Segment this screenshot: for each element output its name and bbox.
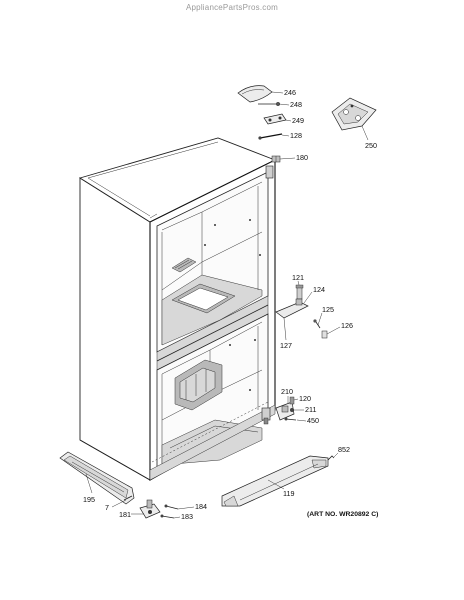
part-450-screw [284, 417, 297, 421]
callout-181: 181 [119, 510, 131, 519]
callout-7: 7 [105, 503, 109, 512]
part-126-plug [321, 330, 328, 339]
callout-127: 127 [280, 341, 292, 350]
callout-126: 126 [341, 321, 353, 330]
callout-450: 450 [307, 416, 319, 425]
part-249-top-hinge [263, 113, 287, 125]
part-183-screw [160, 514, 175, 519]
part-180-hinge-stop [271, 155, 281, 163]
callout-124: 124 [313, 285, 325, 294]
part-181-leveling-leg [139, 499, 161, 519]
callout-210: 210 [281, 387, 293, 396]
callout-248: 248 [290, 100, 302, 109]
callout-250: 250 [365, 141, 377, 150]
part-119-toe-grille [221, 455, 329, 507]
callout-211: 211 [305, 405, 316, 414]
part-184-screw [164, 504, 179, 510]
callout-195: 195 [83, 495, 95, 504]
part-211-washer [290, 408, 294, 412]
part-124-center-hinge [275, 298, 309, 319]
part-120-pin [289, 396, 295, 405]
callout-180: 180 [296, 153, 308, 162]
callout-183: 183 [181, 512, 193, 521]
callout-852: 852 [338, 445, 350, 454]
callout-249: 249 [292, 116, 304, 125]
refrigerator-cabinet [78, 137, 277, 481]
part-125-screw [313, 319, 321, 329]
callout-184: 184 [195, 502, 207, 511]
fresh-food-vent [171, 257, 197, 273]
callout-119: 119 [283, 489, 294, 498]
part-195-base-bracket [59, 451, 135, 505]
cabinet-left-side [79, 177, 151, 481]
leader-lines [85, 91, 369, 519]
callout-120: 120 [299, 394, 311, 403]
callout-labels: 246 248 249 128 250 180 121 124 125 126 … [83, 88, 377, 521]
part-250-hinge-plate [331, 97, 377, 131]
callout-125: 125 [322, 305, 334, 314]
part-128-hinge-pin [258, 133, 283, 140]
part-246-hinge-cover [237, 85, 273, 103]
part-7-screw [123, 495, 133, 501]
part-248-screw [258, 101, 281, 106]
art-number: (ART NO. WR20892 C) [307, 511, 378, 518]
cabinet-bottom-rail [149, 404, 276, 481]
part-121-bolt [295, 284, 304, 300]
callout-121: 121 [292, 273, 304, 282]
watermark: AppliancePartsPros.com [186, 3, 278, 12]
callout-128: 128 [290, 131, 302, 140]
part-210-bottom-hinge [275, 401, 295, 421]
callout-246: 246 [284, 88, 296, 97]
